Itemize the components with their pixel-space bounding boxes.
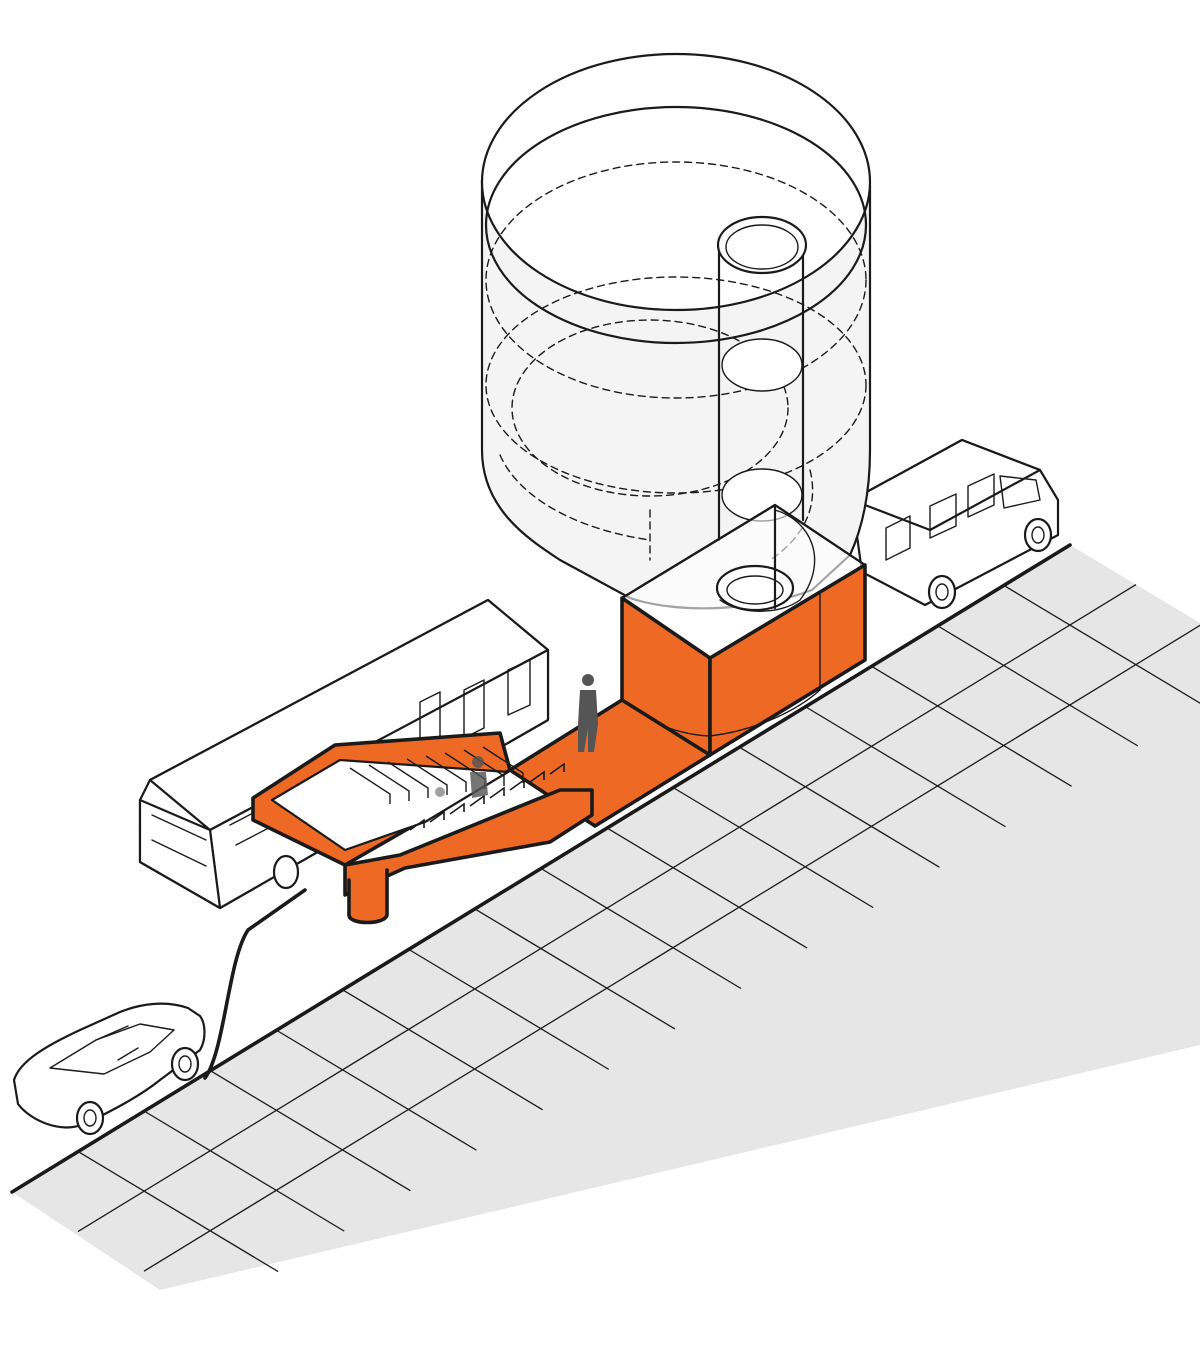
stair-step-edge: [529, 770, 545, 783]
van: [850, 438, 1060, 610]
sidewalk-joint: [1003, 584, 1200, 704]
stair-column: [347, 868, 389, 925]
sidewalk-joint: [474, 908, 676, 1030]
sidewalk-joint: [276, 1029, 477, 1151]
car: [12, 1002, 206, 1136]
roadway-edge: [203, 888, 307, 1080]
tank-inner-top: [484, 105, 868, 345]
tank-cone-dashes: [499, 454, 814, 561]
stair-tread: [406, 758, 448, 795]
stair-tread: [425, 755, 467, 792]
person: [578, 674, 598, 752]
sidewalk: [10, 543, 1200, 1290]
sidewalk-joint: [672, 787, 874, 909]
sidewalk-joint: [408, 948, 610, 1070]
stair-step-edge: [489, 786, 505, 799]
sidewalk-joint: [805, 706, 1006, 828]
stair-step-edge: [429, 810, 445, 823]
sidewalk-surface: [12, 545, 1200, 1290]
tank-top-rim: [480, 52, 872, 312]
stair-step-edge: [469, 794, 485, 807]
sidewalk-joint: [342, 989, 543, 1111]
tank-level-upper: [485, 161, 867, 399]
stair-tread: [368, 764, 410, 801]
stair-step-edge: [449, 802, 465, 815]
entry-box: [620, 503, 867, 757]
sidewalk-grid: [77, 584, 1200, 1273]
stair-tread: [482, 746, 524, 783]
stair-step-edge: [409, 818, 425, 831]
stair-step-edge: [549, 762, 565, 775]
sidewalk-joint: [210, 1070, 411, 1192]
person-on-stair: [435, 756, 488, 798]
curb-line: [10, 543, 1072, 1194]
sidewalk-joint: [739, 746, 940, 868]
tank: [480, 52, 872, 610]
stair-tread: [349, 767, 391, 804]
stair: [251, 731, 594, 925]
sidewalk-joint: [871, 665, 1072, 787]
tank-level-inner: [511, 319, 789, 497]
riser-pipe: [716, 215, 808, 542]
sidewalk-joint: [143, 1110, 345, 1232]
sidewalk-joint: [77, 1151, 279, 1273]
sidewalk-joint: [937, 625, 1139, 747]
stair-step-edge: [509, 778, 525, 791]
sidewalk-joint: [540, 867, 742, 990]
stair-tread: [387, 761, 429, 798]
sidewalk-joint: [606, 827, 808, 949]
tank-level-mid: [485, 276, 867, 494]
